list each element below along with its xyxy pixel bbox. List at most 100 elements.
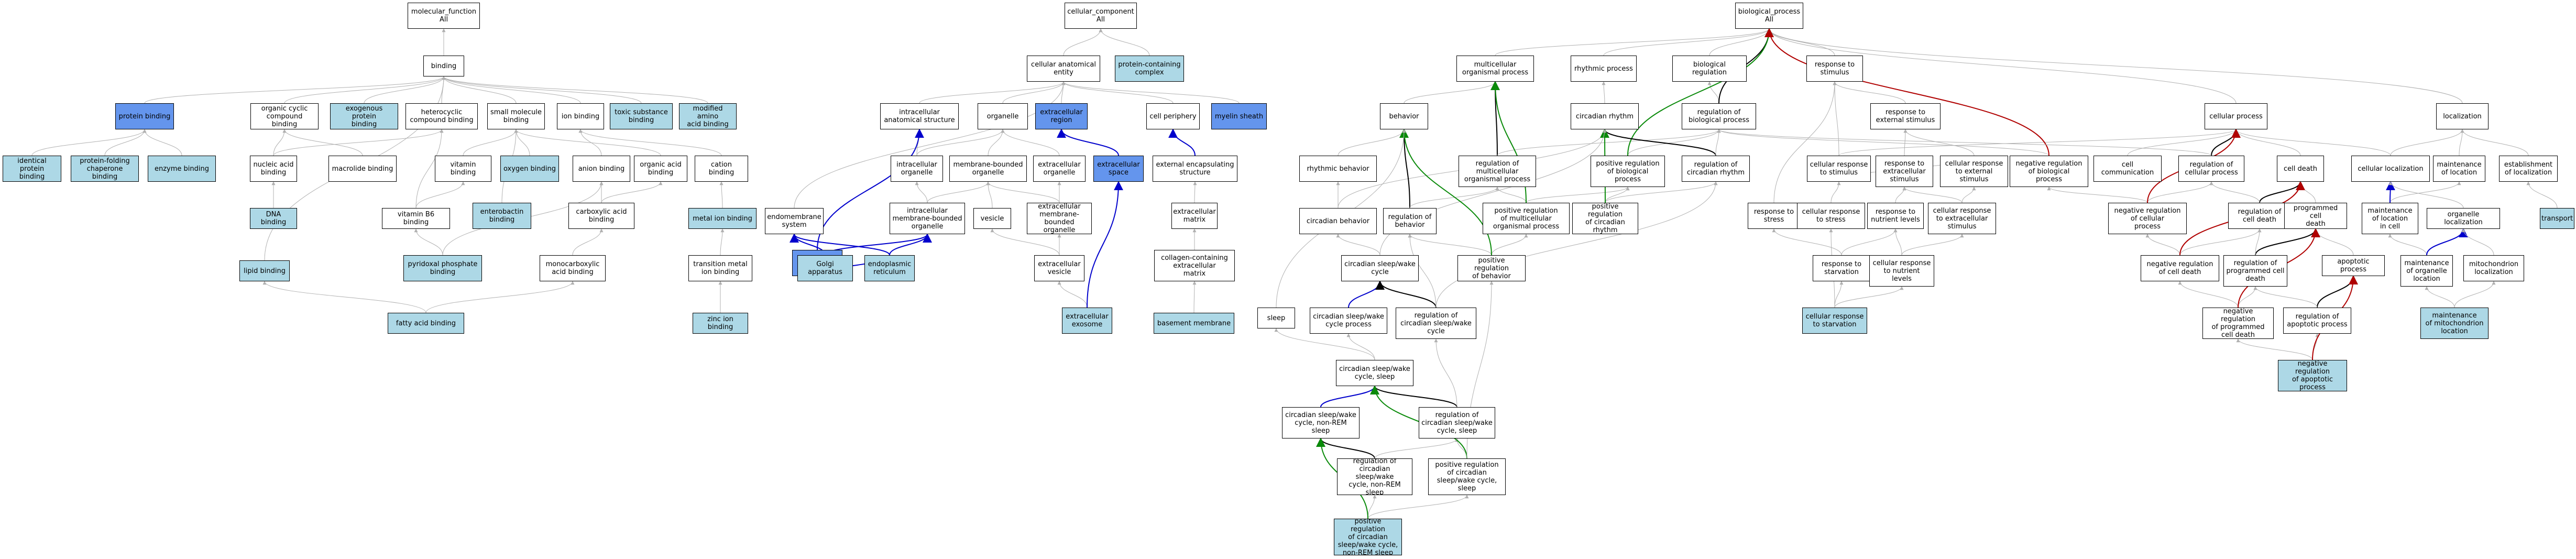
go-term-pos-reg-multicell[interactable]: positive regulation of multicellular org… (1483, 203, 1570, 234)
go-term-mito-loc[interactable]: mitochondrion localization (2463, 255, 2524, 281)
go-term-maint-loc[interactable]: maintenance of location (2433, 156, 2485, 182)
go-term-org-cyclic[interactable]: organic cyclic compound binding (250, 103, 319, 129)
go-term-resp-stress[interactable]: response to stress (1748, 203, 1800, 229)
go-term-pos-reg-circ[interactable]: positive regulation of circadian rhythm (1572, 203, 1638, 234)
go-term-cell-resp-nutrient[interactable]: cellular response to nutrient levels (1869, 255, 1934, 287)
go-term-reg-circ-sleep[interactable]: regulation of circadian sleep/wake cycle (1396, 308, 1476, 339)
go-term-cae[interactable]: cellular anatomical entity (1027, 56, 1100, 82)
go-term-prot-complex[interactable]: protein-containing complex (1115, 56, 1184, 82)
go-term-neg-reg-pcd[interactable]: negative regulation of programmed cell d… (2202, 308, 2274, 339)
go-term-small-mol[interactable]: small molecule binding (487, 103, 545, 129)
go-term-localization[interactable]: localization (2436, 103, 2489, 129)
go-term-multicell[interactable]: multicellular organismal process (1456, 56, 1534, 82)
go-term-circ-sleep-sleep[interactable]: circadian sleep/wake cycle, sleep (1336, 360, 1413, 386)
go-term-organelle[interactable]: organelle (978, 103, 1028, 129)
go-term-vesicle[interactable]: vesicle (973, 208, 1011, 229)
go-term-reg-multicell[interactable]: regulation of multicellular organismal p… (1459, 156, 1536, 187)
go-term-macrolide[interactable]: macrolide binding (328, 156, 397, 182)
go-term-prot-fold[interactable]: protein-folding chaperone binding (71, 156, 139, 182)
go-term-cell-proc[interactable]: cellular process (2205, 103, 2267, 129)
go-term-reg-bp[interactable]: regulation of biological process (1682, 103, 1756, 129)
go-term-cell-death[interactable]: cell death (2277, 156, 2324, 182)
go-term-reg-cell-proc[interactable]: regulation of cellular process (2178, 156, 2244, 182)
go-term-maint-mito-loc[interactable]: maintenance of mitochondrion location (2420, 308, 2489, 339)
go-term-cell-resp-extracell[interactable]: cellular response to extracellular stimu… (1928, 203, 1996, 234)
go-term-toxic[interactable]: toxic substance binding (610, 103, 673, 129)
go-term-reg-apop[interactable]: regulation of apoptotic process (2283, 308, 2351, 334)
go-term-reg-beh[interactable]: regulation of behavior (1383, 208, 1437, 234)
go-term-enzyme[interactable]: enzyme binding (148, 156, 216, 182)
go-term-ecm[interactable]: extracellular matrix (1171, 203, 1218, 229)
go-term-anion[interactable]: anion binding (573, 156, 630, 182)
go-term-bio-reg[interactable]: biological regulation (1672, 56, 1747, 82)
go-term-maint-org-loc[interactable]: maintenance of organelle location (2400, 255, 2453, 287)
go-term-circ-rhythm[interactable]: circadian rhythm (1571, 103, 1639, 129)
go-term-circ-beh[interactable]: circadian behavior (1299, 208, 1377, 234)
go-term-pyridoxal[interactable]: pyridoxal phosphate binding (403, 255, 482, 281)
go-term-trans-metal[interactable]: transition metal ion binding (688, 255, 752, 281)
go-term-bp[interactable]: biological_process All (1735, 3, 1803, 29)
go-term-cell-periphery[interactable]: cell periphery (1146, 103, 1200, 129)
go-term-apoptotic[interactable]: apoptotic process (2322, 255, 2385, 276)
go-term-maint-loc-cell[interactable]: maintenance of location in cell (2362, 203, 2418, 234)
go-term-resp-extracell[interactable]: response to extracellular stimulus (1876, 156, 1933, 187)
go-term-resp-starv[interactable]: response to starvation (1813, 255, 1870, 281)
go-term-ext-encaps[interactable]: external encapsulating structure (1153, 156, 1237, 182)
go-term-dna[interactable]: DNA binding (250, 208, 297, 229)
go-term-circ-sleep[interactable]: circadian sleep/wake cycle (1341, 255, 1419, 281)
go-term-vitb6[interactable]: vitamin B6 binding (382, 208, 450, 229)
go-term-neg-reg-cell-death[interactable]: negative regulation of cell death (2141, 255, 2219, 281)
go-term-resp-nutrient[interactable]: response to nutrient levels (1867, 203, 1924, 229)
go-term-ion[interactable]: ion binding (557, 103, 604, 129)
go-term-vitamin[interactable]: vitamin binding (435, 156, 491, 182)
go-term-pcd[interactable]: programmed cell death (2284, 203, 2347, 229)
go-term-transport[interactable]: transport (2540, 208, 2574, 229)
go-term-sleep[interactable]: sleep (1257, 308, 1295, 328)
go-term-org-loc[interactable]: organelle localization (2427, 208, 2500, 229)
go-term-extracell-mem-org[interactable]: extracellular membrane-bounded organelle (1027, 203, 1092, 234)
go-term-cell-resp-stress[interactable]: cellular response to stress (1797, 203, 1865, 229)
go-term-cell-resp-starv[interactable]: cellular response to starvation (1802, 308, 1867, 334)
go-term-reg-circ-nonrem[interactable]: regulation of circadian sleep/wake cycle… (1337, 458, 1412, 495)
go-term-neg-reg-cell-proc[interactable]: negative regulation of cellular process (2108, 203, 2187, 234)
go-term-intracell-mem-org[interactable]: intracellular membrane-bounded organelle (890, 203, 965, 234)
go-term-carboxylic[interactable]: carboxylic acid binding (568, 203, 634, 229)
go-term-extracell-region[interactable]: extracellular region (1035, 103, 1088, 129)
go-term-resp-stim[interactable]: response to stimulus (1806, 56, 1863, 82)
go-term-binding[interactable]: binding (423, 56, 464, 76)
go-term-myelin[interactable]: myelin sheath (1211, 103, 1267, 129)
go-term-cell-loc[interactable]: cellular localization (2351, 156, 2430, 182)
go-term-basement[interactable]: basement membrane (1154, 313, 1234, 334)
go-term-rhythmic[interactable]: rhythmic process (1571, 56, 1637, 82)
go-term-extracell-space[interactable]: extracellular space (1093, 156, 1144, 182)
go-term-fatty[interactable]: fatty acid binding (388, 313, 464, 334)
go-term-pos-reg-circ-sleep[interactable]: positive regulation of circadian sleep/w… (1428, 458, 1506, 495)
go-term-neg-reg-bp[interactable]: negative regulation of biological proces… (2010, 156, 2088, 187)
go-term-monocarb[interactable]: monocarboxylic acid binding (540, 255, 606, 281)
go-term-metal[interactable]: metal ion binding (688, 208, 757, 229)
go-term-cc[interactable]: cellular_component All (1065, 3, 1137, 29)
go-term-cell-resp-ext[interactable]: cellular response to external stimulus (1940, 156, 2008, 187)
go-term-reg-cell-death[interactable]: regulation of cell death (2228, 203, 2291, 229)
go-term-reg-circ[interactable]: regulation of circadian rhythm (1682, 156, 1750, 182)
go-term-mod-amino[interactable]: modified amino acid binding (679, 103, 737, 129)
go-term-collagen-ecm[interactable]: collagen-containing extracellular matrix (1154, 250, 1235, 281)
go-term-oxygen[interactable]: oxygen binding (500, 156, 559, 182)
go-term-reg-circ-sleep-sleep[interactable]: regulation of circadian sleep/wake cycle… (1419, 407, 1495, 439)
go-term-intracell-as[interactable]: intracellular anatomical structure (880, 103, 959, 129)
go-term-extracell-org[interactable]: extracellular organelle (1033, 156, 1086, 182)
go-term-behavior[interactable]: behavior (1380, 103, 1428, 129)
go-term-membrane-org[interactable]: membrane-bounded organelle (949, 156, 1027, 182)
go-term-pos-reg-beh[interactable]: positive regulation of behavior (1457, 255, 1526, 281)
go-term-circ-nonrem[interactable]: circadian sleep/wake cycle, non-REM slee… (1282, 407, 1360, 439)
go-term-enterobactin[interactable]: enterobactin binding (473, 203, 531, 229)
go-term-cell-comm[interactable]: cell communication (2093, 156, 2162, 182)
go-term-estab-loc[interactable]: establishment of localization (2499, 156, 2558, 182)
go-term-hetero[interactable]: heterocyclic compound binding (405, 103, 478, 129)
go-term-resp-ext-stim[interactable]: response to external stimulus (1870, 103, 1941, 129)
go-term-er[interactable]: endoplasmic reticulum (864, 255, 915, 281)
go-term-pos-reg-bp[interactable]: positive regulation of biological proces… (1591, 156, 1665, 187)
go-term-exosome[interactable]: extracellular exosome (1062, 308, 1112, 334)
go-term-nucleic[interactable]: nucleic acid binding (250, 156, 297, 182)
go-term-exo-prot[interactable]: exogenous protein binding (330, 103, 398, 129)
